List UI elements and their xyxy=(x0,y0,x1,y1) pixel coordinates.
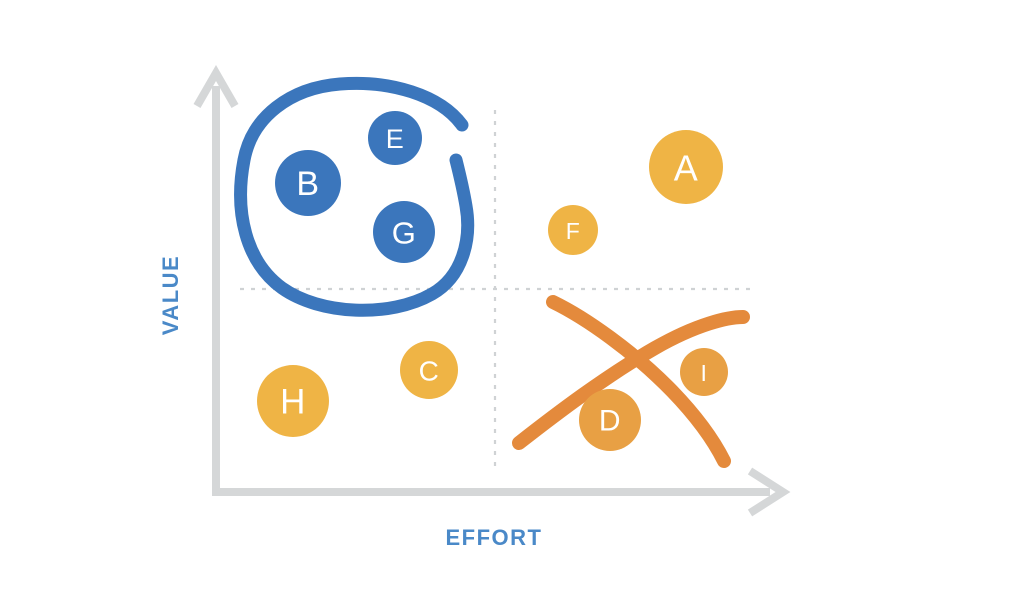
y-axis-title: VALUE xyxy=(158,255,183,335)
bubble-A[interactable]: A xyxy=(649,130,723,204)
lasso-main-stroke xyxy=(234,76,475,317)
bubble-B-circle[interactable] xyxy=(275,150,341,216)
bubble-I-circle[interactable] xyxy=(680,348,728,396)
bubble-H-label: H xyxy=(280,383,306,422)
bubble-F-label: F xyxy=(566,218,581,244)
bubble-G[interactable]: G xyxy=(373,201,435,263)
bubble-F[interactable]: F xyxy=(548,205,598,255)
bubble-B[interactable]: B xyxy=(275,150,341,216)
bubble-C-label: C xyxy=(419,356,440,387)
bubble-I[interactable]: I xyxy=(680,348,728,396)
bubble-I-label: I xyxy=(701,360,708,386)
bubble-D[interactable]: D xyxy=(579,389,641,451)
bubble-H[interactable]: H xyxy=(257,365,329,437)
bubble-C-circle[interactable] xyxy=(400,341,458,399)
cross-stroke-2 xyxy=(512,310,750,450)
y-axis-arrowhead-icon xyxy=(193,64,239,108)
bubble-F-circle[interactable] xyxy=(548,205,598,255)
bubble-A-circle[interactable] xyxy=(649,130,723,204)
bubble-H-circle[interactable] xyxy=(257,365,329,437)
bubble-G-label: G xyxy=(392,216,417,251)
annotation-cross-out xyxy=(512,295,750,468)
bubble-E-circle[interactable] xyxy=(368,111,422,165)
chart-axes xyxy=(193,64,791,517)
annotation-circle-lasso xyxy=(234,76,475,317)
x-axis-arrowhead-icon xyxy=(747,467,791,517)
bubble-B-label: B xyxy=(296,165,319,203)
bubble-C[interactable]: C xyxy=(400,341,458,399)
bubble-E[interactable]: E xyxy=(368,111,422,165)
bubble-D-label: D xyxy=(599,405,621,438)
bubble-D-circle[interactable] xyxy=(579,389,641,451)
quadrant-gridlines xyxy=(240,110,757,467)
bubble-A-label: A xyxy=(674,148,699,189)
bubble-G-circle[interactable] xyxy=(373,201,435,263)
x-axis-title: EFFORT xyxy=(446,525,543,550)
cross-stroke-1 xyxy=(546,295,731,468)
bubble-E-label: E xyxy=(386,124,405,154)
